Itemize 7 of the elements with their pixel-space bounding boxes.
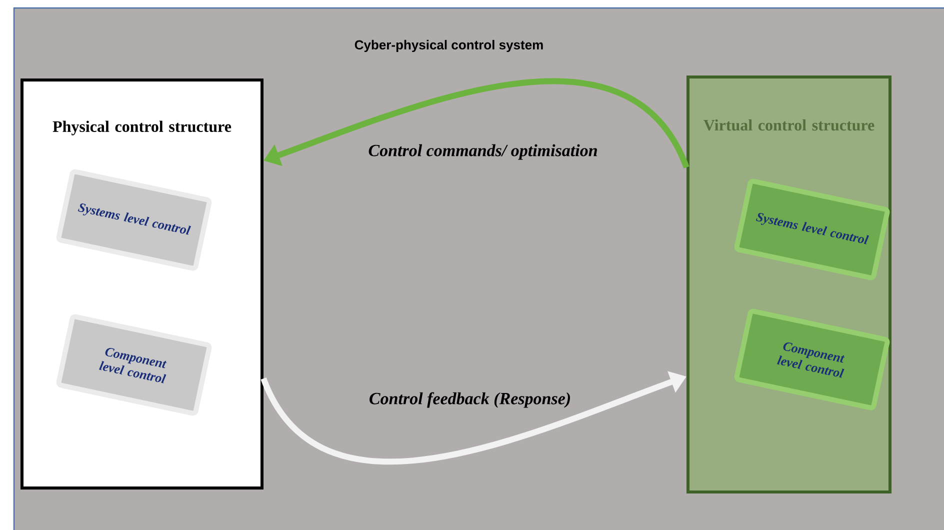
control-tile: Component level control [56, 314, 212, 416]
title: Cyber-physical control system [354, 40, 543, 52]
control-tile: Component level control [734, 308, 890, 410]
control-tile: Systems level control [734, 178, 890, 280]
control-tile: Systems level control [56, 169, 212, 271]
edge-label: Control commands/ optimisation [367, 143, 599, 161]
edge-label: Control feedback (Response) [368, 391, 572, 409]
